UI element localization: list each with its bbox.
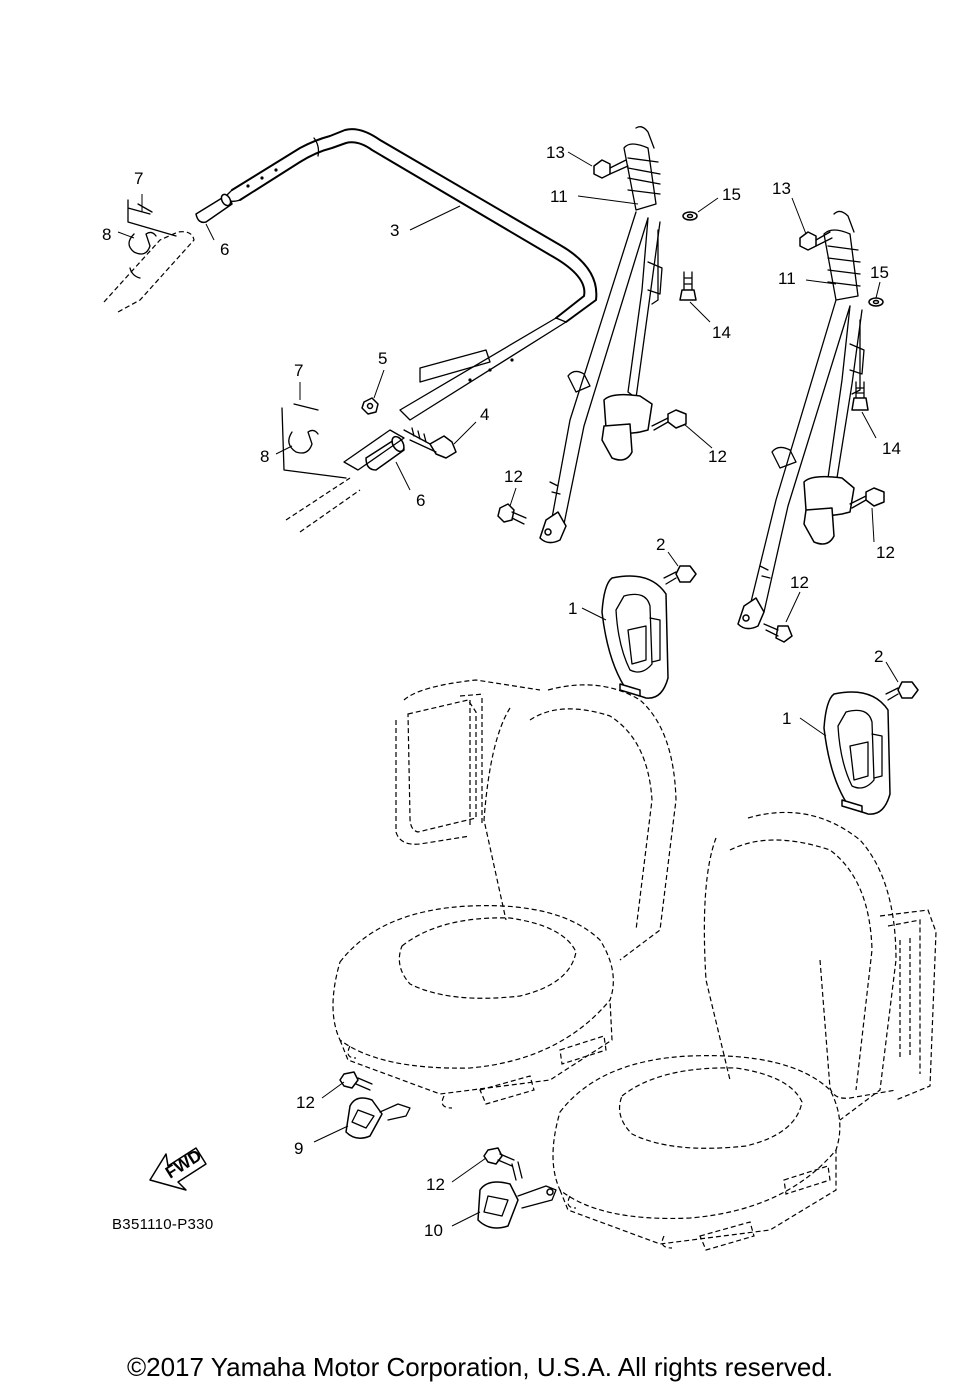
part-9-buckle[interactable]: [345, 1097, 411, 1139]
part-2-bolt-right[interactable]: [885, 681, 919, 701]
callout-labels: 7 8 6 3 7 8 5 4 6 13 11 15 14 12 12 13 1…: [102, 143, 901, 1240]
callout-15-left: 15: [722, 185, 741, 204]
leader-lines: [117, 151, 899, 1227]
part-8-clip-lower[interactable]: [288, 429, 319, 454]
part-1-headrest-left[interactable]: [601, 575, 669, 699]
callout-6-upper: 6: [220, 240, 229, 259]
frame-tube-left: [103, 231, 361, 533]
part-14-bolt-left[interactable]: [679, 271, 697, 301]
callout-14-left: 14: [712, 323, 731, 342]
part-7-pin-upper[interactable]: [127, 199, 177, 237]
part-12-bolt-belt-right-upper[interactable]: [849, 487, 885, 509]
part-13-bolt-left[interactable]: [593, 159, 629, 179]
callout-8-upper: 8: [102, 225, 111, 244]
seat-right: [552, 811, 937, 1251]
callout-15-right: 15: [870, 263, 889, 282]
part-3-upper-bar[interactable]: [225, 128, 598, 421]
part-12-bolt-buckle-right[interactable]: [483, 1147, 523, 1181]
callout-12-buckle-right: 12: [426, 1175, 445, 1194]
callout-12-belt-left-lower: 12: [504, 467, 523, 486]
part-1-headrest-right[interactable]: [823, 691, 891, 815]
callout-10: 10: [424, 1221, 443, 1240]
callout-14-right: 14: [882, 439, 901, 458]
part-6-sleeve-upper[interactable]: [195, 193, 233, 224]
part-11-seat-belt-left[interactable]: [539, 126, 663, 544]
callout-11-right: 11: [778, 269, 796, 288]
callout-7-upper: 7: [134, 169, 143, 188]
part-12-bolt-belt-left-upper[interactable]: [651, 409, 687, 431]
diagram-code: B351110-P330: [112, 1216, 214, 1233]
part-15-washer-left[interactable]: [682, 211, 698, 221]
callout-2-right: 2: [874, 647, 883, 666]
callout-11-left: 11: [550, 187, 568, 206]
callout-2-left: 2: [656, 535, 665, 554]
part-5-nut[interactable]: [361, 397, 379, 415]
callout-7-lower: 7: [294, 361, 303, 380]
part-12-bolt-buckle-left[interactable]: [339, 1071, 373, 1091]
part-10-buckle[interactable]: [477, 1181, 557, 1229]
copyright-notice: ©2017 Yamaha Motor Corporation, U.S.A. A…: [126, 1352, 834, 1382]
part-2-bolt-left[interactable]: [663, 565, 697, 585]
callout-12-belt-right-lower: 12: [790, 573, 809, 592]
part-4-bolt[interactable]: [403, 427, 457, 459]
callout-5: 5: [378, 349, 387, 368]
part-14-bolt-right[interactable]: [851, 381, 869, 411]
part-12-bolt-belt-left-lower[interactable]: [497, 503, 527, 525]
callout-1-right: 1: [782, 709, 791, 728]
callout-1-left: 1: [568, 599, 577, 618]
part-13-bolt-right[interactable]: [799, 231, 833, 251]
part-12-bolt-belt-right-lower[interactable]: [763, 623, 793, 643]
part-15-washer-right[interactable]: [868, 297, 884, 307]
part-11-seat-belt-right[interactable]: [737, 210, 865, 630]
callout-12-buckle-left: 12: [296, 1093, 315, 1112]
part-7-pin-lower[interactable]: [281, 403, 347, 479]
callout-3: 3: [390, 221, 399, 240]
callout-4: 4: [480, 405, 489, 424]
callout-8-lower: 8: [260, 447, 269, 466]
seat-left: [332, 679, 677, 1109]
callout-13-right: 13: [772, 179, 791, 198]
callout-6-lower: 6: [416, 491, 425, 510]
part-6-sleeve-lower[interactable]: [343, 429, 406, 471]
callout-12-belt-left-upper: 12: [708, 447, 727, 466]
callout-12-belt-right-upper: 12: [876, 543, 895, 562]
callout-9: 9: [294, 1139, 303, 1158]
parts-diagram: FWD 7 8 6 3 7: [102, 126, 937, 1251]
part-8-clip-upper[interactable]: [128, 231, 157, 255]
forward-arrow: FWD: [149, 1146, 207, 1191]
callout-13-left: 13: [546, 143, 565, 162]
